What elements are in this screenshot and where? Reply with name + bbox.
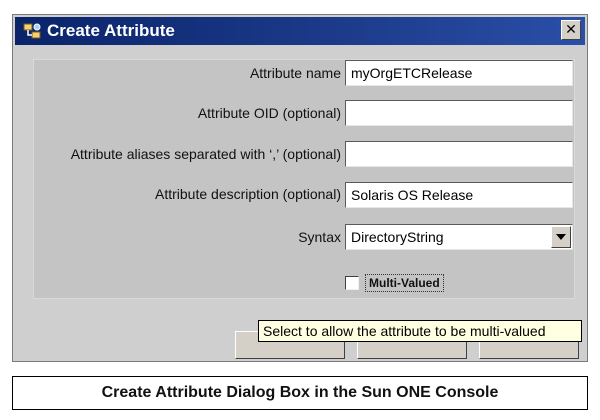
chevron-down-icon[interactable] [551,226,571,248]
attribute-name-input[interactable]: myOrgETCRelease [345,60,573,86]
dialog-titlebar[interactable]: Create Attribute ✕ [15,17,585,45]
attribute-oid-label: Attribute OID (optional) [197,105,341,121]
create-attribute-dialog: Create Attribute ✕ Attribute name myOrgE… [12,14,588,362]
form-panel [33,59,575,299]
attribute-aliases-input[interactable] [345,141,573,167]
attribute-name-label: Attribute name [249,65,341,81]
attribute-description-label: Attribute description (optional) [155,186,341,202]
dialog-title: Create Attribute [47,21,175,40]
syntax-select[interactable]: DirectoryString [345,224,573,250]
syntax-label: Syntax [298,229,341,245]
directory-tree-icon [23,23,41,39]
close-button[interactable]: ✕ [561,20,581,40]
multi-valued-tooltip: Select to allow the attribute to be mult… [258,320,582,342]
multi-valued-checkbox[interactable] [345,276,359,290]
figure-caption: Create Attribute Dialog Box in the Sun O… [12,376,588,410]
multi-valued-label[interactable]: Multi-Valued [365,274,444,292]
attribute-oid-input[interactable] [345,100,573,126]
attribute-aliases-label: Attribute aliases separated with ‘,’ (op… [70,146,341,162]
close-icon: ✕ [565,22,577,38]
syntax-value: DirectoryString [351,229,444,245]
attribute-description-input[interactable]: Solaris OS Release [345,182,573,208]
